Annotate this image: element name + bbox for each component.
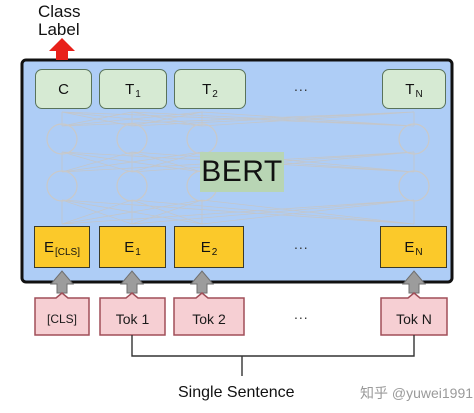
class-label-line2: Label (38, 20, 80, 39)
token-n: Tok N (381, 293, 447, 335)
input-caption: Single Sentence (178, 384, 295, 401)
embedding-box-2-text: E (200, 238, 211, 256)
output-box-t1-sub: 1 (135, 88, 141, 100)
embedding-box-cls-sub: [CLS] (55, 246, 81, 258)
node-l2-0 (46, 170, 78, 202)
class-label-arrow (49, 38, 75, 60)
embedding-ellipsis: ... (294, 236, 309, 252)
bert-label: BERT (200, 152, 284, 192)
embedding-box-n-sub: N (415, 246, 423, 258)
token-2-label: Tok 2 (192, 311, 226, 327)
embedding-box-1-text: E (124, 238, 135, 256)
output-box-t2-text: T (202, 80, 212, 98)
input-arrow-tok1 (119, 270, 145, 294)
output-box-tn-text: T (405, 80, 415, 98)
token-shapes (34, 292, 448, 336)
token-n-label: Tok N (396, 311, 432, 327)
sentence-bracket (131, 335, 415, 376)
output-box-t1-text: T (125, 80, 135, 98)
output-box-tn-sub: N (415, 88, 423, 100)
input-arrow-tokn (401, 270, 427, 294)
output-box-t2-sub: 2 (212, 88, 218, 100)
class-label-line1: Class (38, 2, 81, 21)
token-2: Tok 2 (174, 293, 244, 335)
output-box-c: C (35, 69, 92, 109)
embedding-box-1-sub: 1 (135, 246, 141, 258)
node-l1-0 (46, 123, 78, 155)
node-l1-1 (116, 123, 148, 155)
embedding-box-2-sub: 2 (211, 246, 218, 258)
node-l2-3 (398, 170, 430, 202)
token-shape-tok1 (99, 292, 166, 336)
token-1: Tok 1 (100, 293, 165, 335)
embedding-box-cls: E[CLS] (34, 226, 90, 268)
embedding-box-cls-text: E (43, 238, 54, 256)
token-cls-label: [CLS] (46, 312, 77, 326)
token-cls: [CLS] (35, 293, 89, 335)
token-1-label: Tok 1 (115, 311, 150, 327)
token-shape-cls (34, 292, 90, 336)
watermark: 知乎 @yuwei1991 (360, 385, 474, 401)
token-shape-tokn (380, 292, 448, 336)
token-shape-tok2 (173, 292, 245, 336)
input-arrows (49, 270, 427, 294)
input-arrow-cls (49, 270, 75, 294)
output-box-c-text: C (58, 80, 69, 98)
token-ellipsis: ... (294, 306, 309, 322)
node-l2-1 (116, 170, 148, 202)
node-l1-3 (398, 123, 430, 155)
input-arrow-tok2 (189, 270, 215, 294)
embedding-box-n-text: E (404, 238, 415, 256)
output-ellipsis: ... (294, 78, 309, 94)
